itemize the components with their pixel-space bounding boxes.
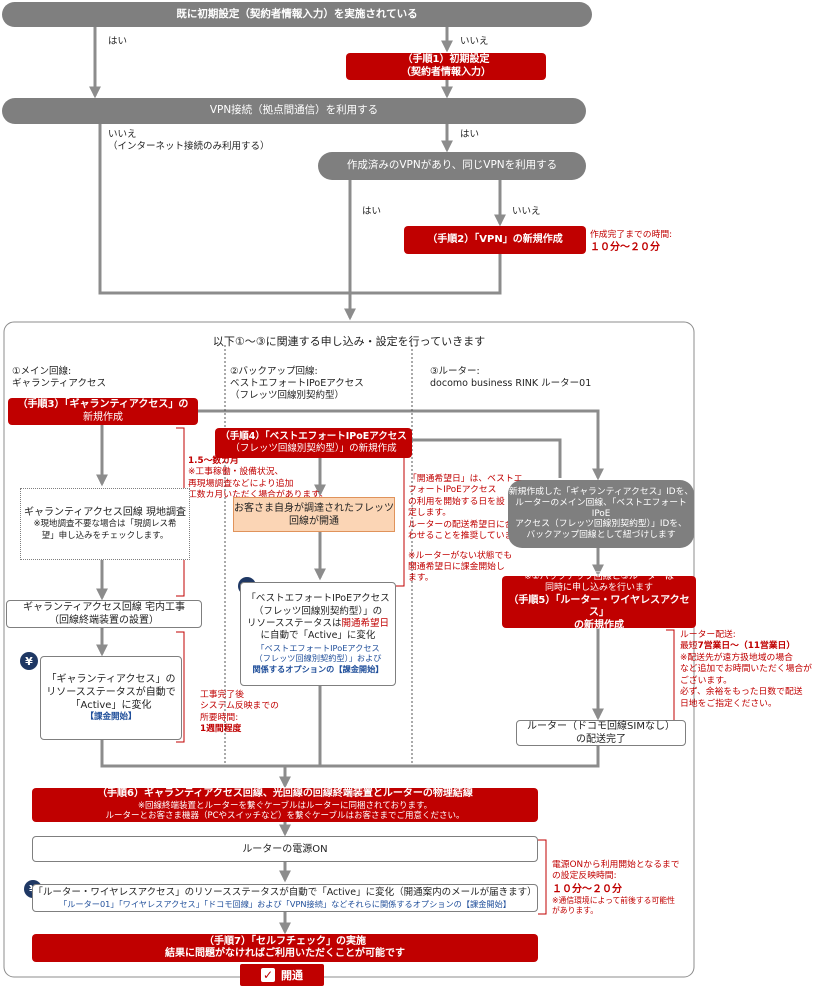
yes-label-1: はい (108, 36, 128, 47)
router-delivery-box: ルーター（ドコモ回線SIMなし）の配送完了 (516, 720, 686, 746)
no-label-3: いいえ (512, 206, 541, 217)
no-label-1: いいえ (460, 36, 489, 47)
col1-header: ①メイン回線:ギャランティアクセス (12, 366, 106, 389)
no-label-2: いいえ（インターネット接続のみ利用する） (108, 129, 270, 152)
done-badge: ✓ 開通 (240, 964, 324, 986)
already-set-decision: 既に初期設定（契約者情報入力）を実施されている (2, 2, 592, 27)
router-delivery-note: ルーター配送: 最短7営業日～（11営業日） ※配送先が遠方扱地域の場合 など追… (680, 630, 812, 709)
step5-router-wireless: ※②バックアップ回線と③ルーターは 同時に申し込みを行います （手順5）「ルータ… (502, 572, 696, 631)
system-reflect-note: 工事完了後 システム反映までの 所要時間: 1週間程度 (200, 690, 279, 735)
id-link-box: 新規作成した「ギャランティアクセス」IDを、 ルーターのメイン回線、「ベストエフ… (508, 480, 694, 548)
flets-open-box: お客さま自身が調達されたフレッツ回線が開通 (233, 497, 395, 532)
step6-physical-wiring: （手順6）ギャランティアクセス回線、光回線の回線終端装置とルーターの物理結線 ※… (32, 788, 538, 822)
vpn-use-decision: VPN接続（拠点間通信）を利用する (2, 98, 586, 124)
step4-best-effort: （手順4）「ベストエフォートIPoEアクセス（フレッツ回線別契約型）」の新規作成 (215, 428, 412, 458)
router-power-on-box: ルーターの電源ON (32, 836, 538, 862)
step7-self-check: （手順7）「セルフチェック」の実施 結果に問題がなければご利用いただくことが可能… (32, 934, 538, 962)
checkbox-icon: ✓ (261, 968, 275, 982)
site-survey-box: ギャランティアクセス回線 現地調査 ※現地調査不要な場合は「現調レス希 望」申し… (20, 488, 190, 560)
router-active-status-box: 「ルーター・ワイヤレスアクセス」のリソースステータスが自動で「Active」に変… (32, 884, 538, 912)
col2-header: ②バックアップ回線:ベストエフォートIPoEアクセス（フレッツ回線別契約型） (230, 366, 364, 401)
power-on-time-note: 電源ONから利用開始となるまで の設定反映時間: １０分～２０分 ※通信環境によ… (552, 860, 680, 915)
step3-duration-note: 1.5～数カ月 ※工事稼働・設備状況、 再現場調査などにより追加 工数カ月いただ… (188, 456, 328, 501)
step3-guarantee-access: （手順3）「ギャランティアクセス」の新規作成 (8, 398, 198, 425)
step2-vpn-create: （手順2）「VPN」の新規作成 (404, 226, 586, 254)
open-date-note: 「開通希望日」は、ベストエ フォートIPoEアクセス の利用を開始する日を設 定… (408, 474, 531, 584)
yes-label-3: はい (362, 206, 382, 217)
yes-label-2: はい (460, 129, 480, 140)
yen-icon: ¥ (20, 652, 38, 670)
best-effort-status-box: 「ベストエフォートIPoEアクセス （フレッツ回線別契約型）」の リソースステー… (240, 582, 396, 686)
indoor-work-box: ギャランティアクセス回線 宅内工事（回線終端装置の設置） (6, 600, 202, 628)
step1-initial-setup: （手順1）初期設定（契約者情報入力） (346, 53, 546, 80)
vpn-exist-decision: 作成済みのVPNがあり、同じVPNを利用する (318, 152, 586, 180)
guarantee-status-box: 「ギャランティアクセス」の リソースステータスが自動で 「Active」に変化 … (40, 656, 182, 740)
col3-header: ③ルーター:docomo business RINK ルーター01 (430, 366, 592, 389)
step2-time-note: 作成完了までの時間:１０分～２０分 (590, 230, 673, 254)
panel-title: 以下①～③に関連する申し込み・設定を行っていきます (212, 335, 486, 348)
